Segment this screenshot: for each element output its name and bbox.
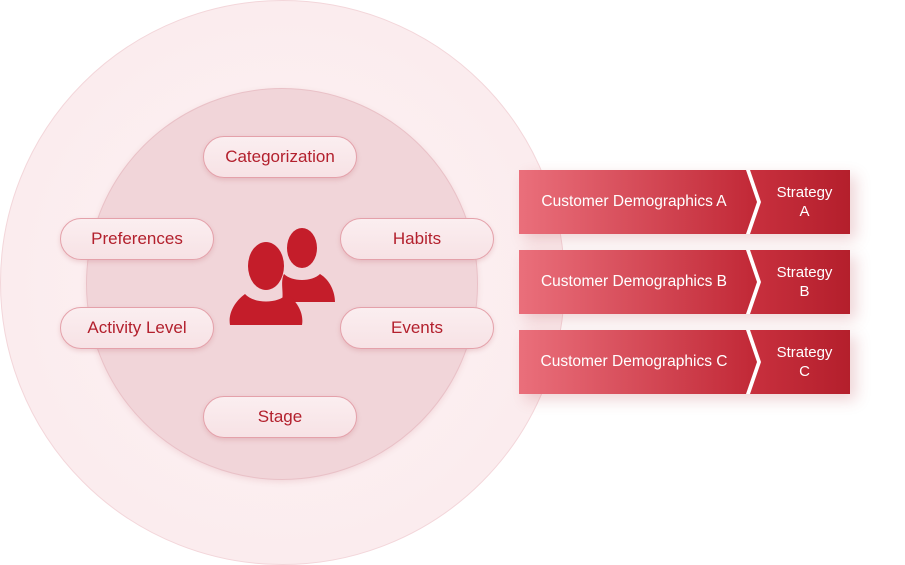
strategy-label-a: Strategy A (757, 170, 852, 234)
pill-categorization: Categorization (203, 136, 357, 178)
strategy-word: Strategy (776, 344, 833, 361)
demographic-label-c: Customer Demographics C (540, 353, 728, 370)
segment-bar-a (519, 170, 850, 234)
pill-events: Events (340, 307, 494, 349)
segment-bar-c (519, 330, 850, 394)
pill-activity-level: Activity Level (60, 307, 214, 349)
strategy-label-b: Strategy B (757, 250, 852, 314)
strategy-letter: A (799, 203, 810, 220)
pill-habits: Habits (340, 218, 494, 260)
demographic-label-b: Customer Demographics B (540, 273, 728, 290)
strategy-letter: C (799, 363, 810, 380)
segment-row-b: Customer Demographics B Strategy B (519, 250, 850, 314)
users-icon (229, 228, 335, 325)
strategy-letter: B (799, 283, 810, 300)
strategy-label-c: Strategy C (757, 330, 852, 394)
segment-row-a: Customer Demographics A Strategy A (519, 170, 850, 234)
demographic-label-a: Customer Demographics A (541, 193, 727, 210)
segment-row-c: Customer Demographics C Strategy C (519, 330, 850, 394)
strategy-word: Strategy (776, 264, 833, 281)
pill-stage: Stage (203, 396, 357, 438)
pill-preferences: Preferences (60, 218, 214, 260)
strategy-word: Strategy (776, 184, 833, 201)
segment-bar-b (519, 250, 850, 314)
